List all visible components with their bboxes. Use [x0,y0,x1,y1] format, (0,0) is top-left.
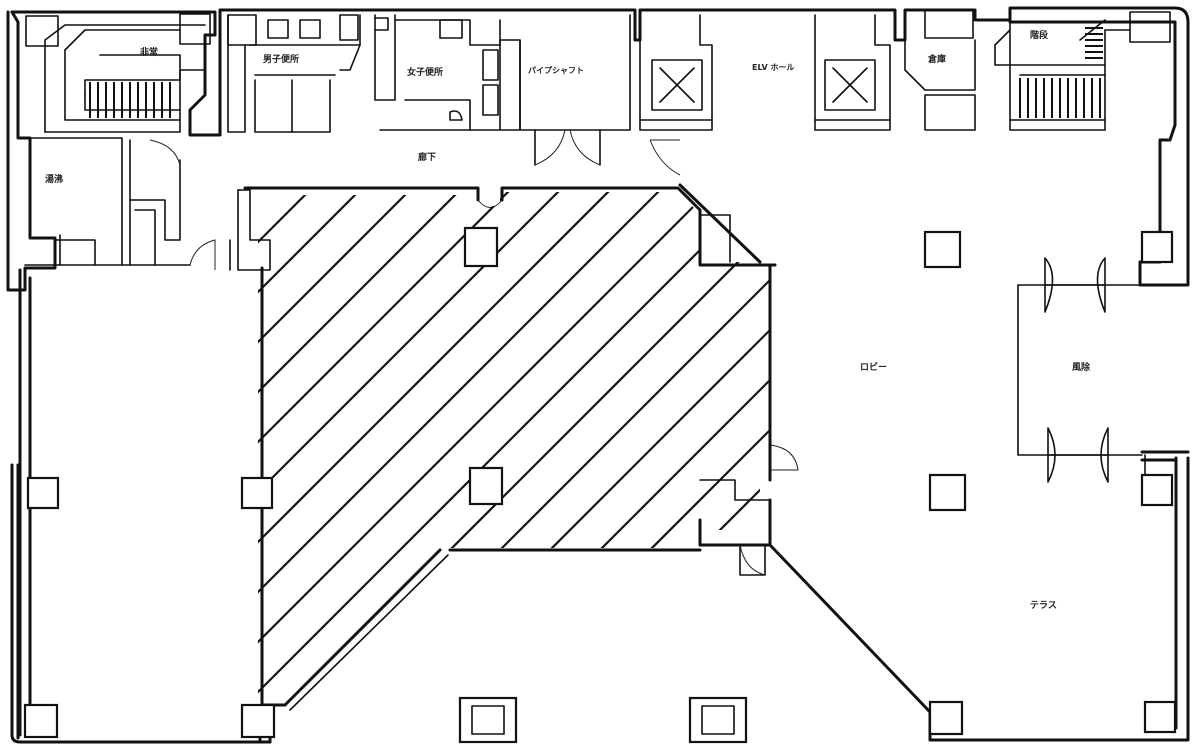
label-room-small: 湯沸 [45,173,63,185]
entrance-doors [1017,257,1146,501]
label-stair-left: 非常 [140,46,158,58]
label-corridor: 廊下 [418,151,436,163]
room-labels: 非常 男子便所 女子便所 パイプシャフト ELV ホール 階段 倉庫 廊下 湯沸… [45,29,1091,611]
column [26,476,60,510]
hatch-line [258,192,770,705]
column [688,696,748,744]
column [463,226,499,268]
core-walls [17,9,1171,271]
column [1140,473,1174,507]
hatch-line [309,192,770,705]
column [23,703,59,739]
hatch-line [559,192,770,705]
column-core [701,705,735,735]
hatch-line [258,192,421,705]
exterior-walls [6,6,1190,744]
stair-left-icon [89,82,171,118]
hatch-line [509,192,770,705]
label-toilet-female: 女子便所 [407,66,443,78]
column [468,466,504,506]
hatch-line [258,192,571,705]
label-terrace: テラス [1030,600,1057,611]
hatch-line [258,192,621,705]
column-core [471,705,505,735]
column [923,230,962,269]
label-lobby: ロビー [860,361,887,373]
hatch-line [609,192,770,705]
hatch-line [258,192,471,705]
column [1143,700,1177,734]
hatched-area [258,192,770,705]
columns [23,226,1177,744]
column [928,700,964,736]
hatch-line [258,192,321,705]
label-stair-right: 階段 [1030,29,1049,41]
label-elevator-hall: ELV ホール [752,63,794,72]
column [1140,230,1174,264]
column [240,476,274,510]
label-toilet-male: 男子便所 [263,53,299,65]
label-entrance: 風除 [1072,361,1091,373]
column [240,703,276,739]
hatch-line [258,192,721,705]
column [458,696,518,744]
hatch-line [759,192,770,705]
hatch-line [258,192,671,705]
hatch-line [359,192,770,705]
stair-right-icon [1019,27,1103,118]
column [928,473,967,512]
hatch-line [258,192,521,705]
label-storage: 倉庫 [927,53,946,65]
hatch-line [258,192,371,705]
label-pipe-space: パイプシャフト [528,65,584,75]
